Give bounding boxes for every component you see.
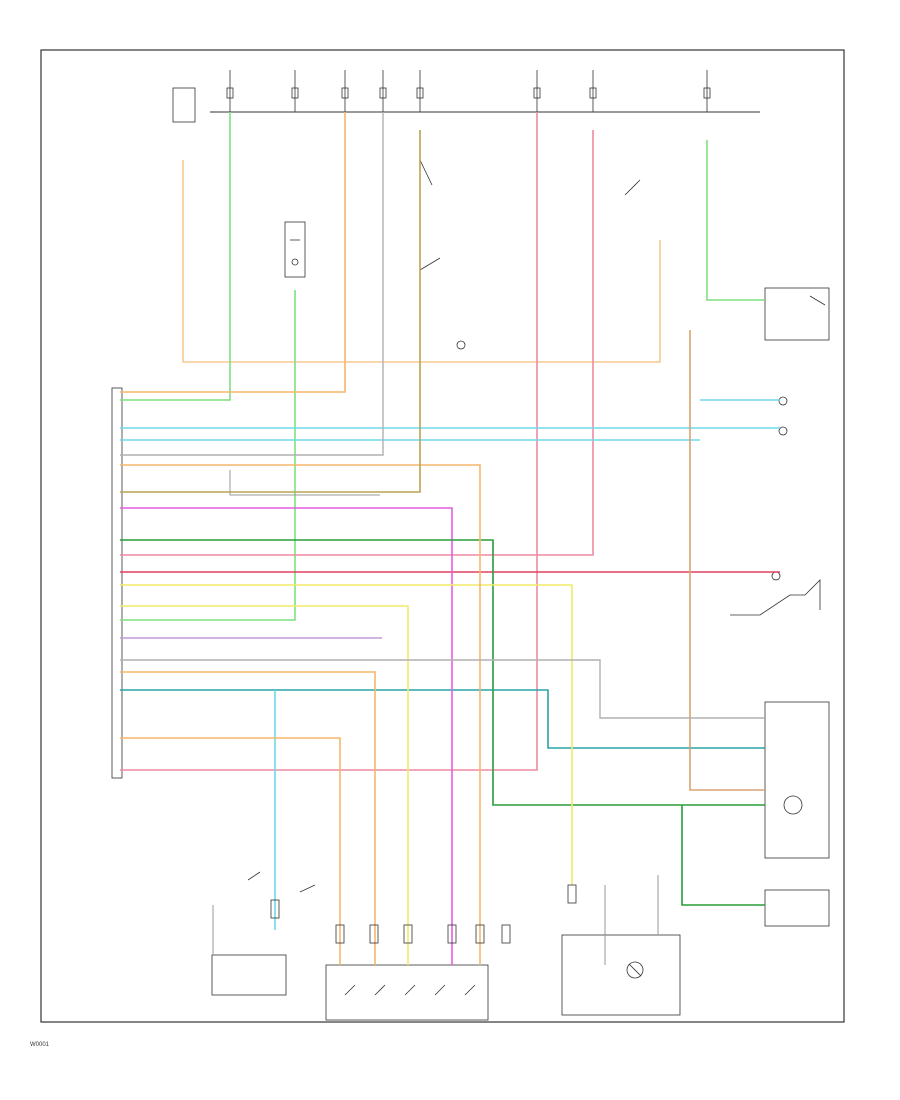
wire-green bbox=[120, 539, 765, 806]
junction-box bbox=[172, 87, 196, 123]
wire-lightgreen-4 bbox=[681, 805, 765, 906]
diagram-code: W0001 bbox=[30, 1042, 50, 1048]
cable-connector bbox=[561, 934, 681, 1016]
wire-gray-3 bbox=[229, 470, 380, 496]
switch-icon bbox=[344, 984, 476, 996]
wire-gray-2 bbox=[120, 112, 384, 456]
fuse-icon bbox=[226, 70, 711, 112]
wire-olive bbox=[120, 130, 421, 493]
wire-magenta bbox=[120, 507, 453, 965]
wire-lightgreen-3 bbox=[706, 140, 765, 301]
transmission-solenoid-pack bbox=[325, 964, 489, 1021]
wire-red bbox=[120, 130, 594, 556]
wire-cyan-3 bbox=[120, 689, 765, 749]
wire-lightgreen-2 bbox=[120, 290, 296, 621]
range-sensor-sketch bbox=[730, 579, 821, 616]
wire-pink bbox=[120, 112, 538, 771]
relay-icon bbox=[284, 221, 306, 278]
shift-solenoid-box bbox=[764, 889, 830, 927]
wire-lightgreen-1 bbox=[120, 112, 231, 401]
wire-tan-1 bbox=[120, 464, 481, 965]
ground-icon bbox=[456, 340, 788, 581]
wire-gray-1 bbox=[120, 659, 765, 719]
wire-yellow-2 bbox=[120, 605, 409, 965]
clock-spring bbox=[764, 287, 830, 341]
sensor-circle bbox=[783, 795, 803, 815]
wire-brown bbox=[689, 330, 765, 791]
transmission-range-sensor bbox=[764, 701, 830, 859]
module-left bbox=[111, 387, 123, 779]
switch-icon bbox=[247, 159, 826, 893]
lamp-icon bbox=[626, 961, 644, 979]
wire-tan-3 bbox=[120, 671, 376, 965]
wire-orange-loop bbox=[182, 160, 661, 363]
wire-orange-top bbox=[120, 112, 346, 393]
brake-switch-box bbox=[211, 954, 287, 996]
wire-yellow-1 bbox=[120, 584, 573, 885]
wire-tan-2 bbox=[120, 737, 341, 965]
connector-icon bbox=[270, 884, 577, 944]
diagram-border bbox=[40, 49, 845, 1023]
